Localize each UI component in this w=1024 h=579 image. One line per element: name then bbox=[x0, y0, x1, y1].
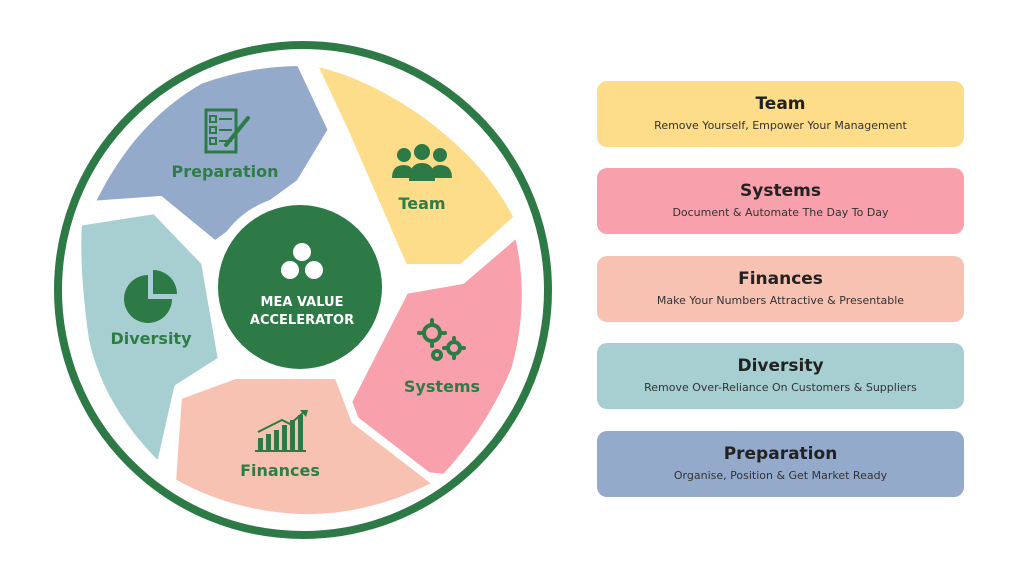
card-subtitle: Organise, Position & Get Market Ready bbox=[673, 469, 888, 482]
value-accelerator-wheel: MEA VALUE ACCELERATOR Team Systems bbox=[54, 41, 552, 539]
segment-label-finances: Finances bbox=[240, 461, 320, 480]
growth-arrow bbox=[257, 411, 305, 433]
people-group-icon bbox=[392, 144, 452, 181]
segment-label-diversity: Diversity bbox=[110, 329, 192, 348]
card-title: Systems bbox=[740, 181, 821, 201]
card-subtitle: Remove Over-Reliance On Customers & Supp… bbox=[644, 381, 917, 394]
pie-chart-icon bbox=[124, 270, 177, 323]
hub-circle bbox=[218, 205, 382, 369]
outer-ring bbox=[54, 41, 552, 539]
segment-group bbox=[73, 58, 530, 523]
card-title: Finances bbox=[738, 269, 823, 289]
segment-label-systems: Systems bbox=[404, 377, 480, 396]
card-title: Preparation bbox=[723, 444, 838, 464]
card-preparation: Preparation Organise, Position & Get Mar… bbox=[597, 431, 964, 497]
hub-title-line-1: MEA VALUE bbox=[261, 295, 344, 310]
gears-icon bbox=[422, 323, 462, 361]
hub-title-line-2: ACCELERATOR bbox=[250, 313, 354, 328]
card-systems: Systems Document & Automate The Day To D… bbox=[597, 168, 964, 234]
card-title: Team bbox=[755, 94, 806, 114]
card-title: Diversity bbox=[737, 356, 824, 376]
three-circles-icon bbox=[281, 243, 323, 279]
segment-diversity bbox=[73, 206, 226, 472]
card-subtitle: Remove Yourself, Empower Your Management bbox=[654, 119, 907, 132]
card-team: Team Remove Yourself, Empower Your Manag… bbox=[597, 81, 964, 147]
gear-teeth bbox=[417, 318, 466, 360]
card-finances: Finances Make Your Numbers Attractive & … bbox=[597, 256, 964, 322]
segment-label-team: Team bbox=[398, 194, 445, 213]
card-subtitle: Document & Automate The Day To Day bbox=[672, 206, 889, 219]
card-diversity: Diversity Remove Over-Reliance On Custom… bbox=[597, 343, 964, 409]
segment-systems bbox=[332, 228, 530, 482]
checklist-icon bbox=[204, 108, 250, 154]
segment-finances bbox=[168, 371, 442, 523]
growth-arrow-head bbox=[300, 410, 308, 417]
growth-chart-icon bbox=[255, 415, 306, 452]
card-subtitle: Make Your Numbers Attractive & Presentab… bbox=[656, 294, 905, 307]
segment-label-preparation: Preparation bbox=[172, 162, 279, 181]
